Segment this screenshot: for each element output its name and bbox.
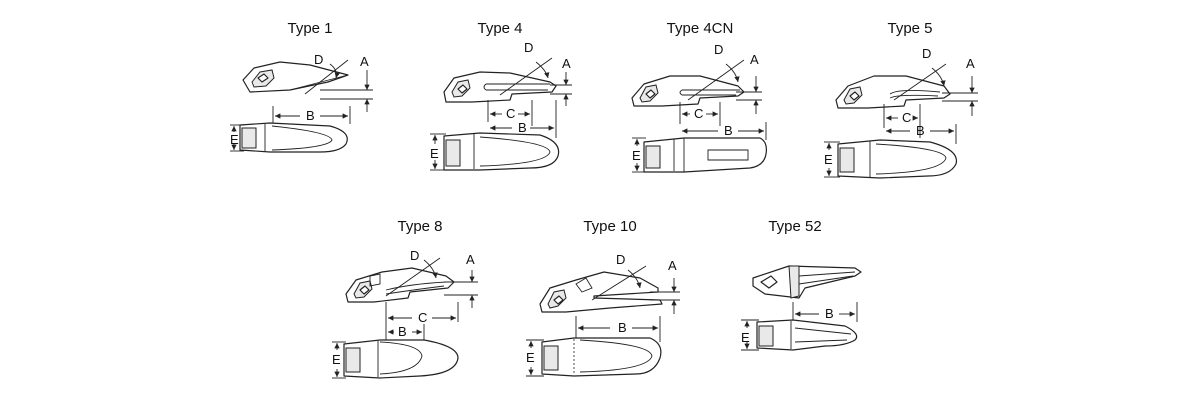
type-5-label-e: E bbox=[824, 152, 833, 167]
type-5-panel: Type 5 D A C B bbox=[810, 20, 1010, 190]
type-10-panel: Type 10 D A B E bbox=[510, 218, 710, 388]
type-10-label-e: E bbox=[526, 350, 535, 365]
type-5-label-c: C bbox=[902, 110, 911, 125]
type-52-side-view bbox=[752, 265, 862, 299]
type-4cn-title: Type 4CN bbox=[666, 20, 734, 37]
type-4-label-d: D bbox=[524, 40, 533, 55]
type-10-side-view bbox=[539, 271, 663, 313]
type-52-panel: Type 52 B E bbox=[695, 218, 895, 388]
type-1-label-d: D bbox=[314, 52, 323, 67]
type-8-panel: Type 8 D A C B bbox=[320, 218, 520, 388]
type-4-label-c: C bbox=[506, 106, 515, 121]
type-10-drawing: D A B E bbox=[526, 252, 680, 377]
type-5-top-view bbox=[837, 139, 958, 179]
type-4-label-b: B bbox=[518, 120, 527, 135]
type-1-side-view bbox=[242, 61, 349, 93]
type-8-side-view bbox=[345, 267, 455, 303]
type-4cn-label-d: D bbox=[714, 42, 723, 57]
type-1-drawing: D A B E bbox=[230, 52, 373, 153]
type-1-label-a: A bbox=[360, 54, 369, 69]
type-8-label-a: A bbox=[466, 252, 475, 267]
type-4-title: Type 4 bbox=[477, 20, 523, 37]
type-4-side-view bbox=[443, 71, 557, 103]
type-10-label-a: A bbox=[668, 258, 677, 273]
type-4cn-label-b: B bbox=[724, 123, 733, 138]
type-4-drawing: D A C B E bbox=[430, 40, 572, 171]
type-52-label-b: B bbox=[825, 306, 834, 321]
type-52-label-e: E bbox=[741, 330, 750, 345]
type-10-title: Type 10 bbox=[583, 218, 637, 235]
type-1-label-e: E bbox=[230, 132, 239, 147]
type-1-top-view bbox=[239, 122, 348, 153]
type-4cn-top-view bbox=[643, 137, 767, 173]
type-8-drawing: D A C B E bbox=[332, 248, 478, 379]
type-4cn-label-a: A bbox=[750, 52, 759, 67]
type-4cn-label-e: E bbox=[632, 148, 641, 163]
type-4cn-label-c: C bbox=[694, 106, 703, 121]
type-5-title: Type 5 bbox=[887, 20, 933, 37]
type-4cn-drawing: D A C B E bbox=[631, 42, 767, 173]
type-10-top-view bbox=[541, 337, 662, 377]
type-1-title: Type 1 bbox=[287, 20, 333, 37]
type-52-title: Type 52 bbox=[768, 218, 822, 235]
type-8-top-view bbox=[343, 339, 459, 379]
type-4cn-side-view bbox=[631, 75, 745, 107]
type-8-label-d: D bbox=[410, 248, 419, 263]
type-4cn-panel: Type 4CN D A C B bbox=[600, 20, 800, 190]
type-5-label-d: D bbox=[922, 46, 931, 61]
type-52-drawing: B E bbox=[741, 265, 862, 351]
type-4-panel: Type 4 D A C B bbox=[400, 20, 600, 190]
type-8-label-b: B bbox=[398, 324, 407, 339]
type-5-side-view bbox=[835, 75, 951, 109]
type-10-label-b: B bbox=[618, 320, 627, 335]
type-4-top-view bbox=[443, 132, 560, 171]
type-52-top-view bbox=[756, 319, 858, 351]
type-5-label-a: A bbox=[966, 56, 975, 71]
type-8-label-c: C bbox=[418, 310, 427, 325]
type-10-label-d: D bbox=[616, 252, 625, 267]
type-8-title: Type 8 bbox=[397, 218, 443, 235]
type-8-label-e: E bbox=[332, 352, 341, 367]
type-4-label-e: E bbox=[430, 146, 439, 161]
type-1-panel: Type 1 D A B bbox=[210, 20, 410, 190]
type-5-drawing: D A C B E bbox=[824, 46, 978, 179]
type-1-label-b: B bbox=[306, 108, 315, 123]
type-4-label-a: A bbox=[562, 56, 571, 71]
type-5-label-b: B bbox=[916, 123, 925, 138]
